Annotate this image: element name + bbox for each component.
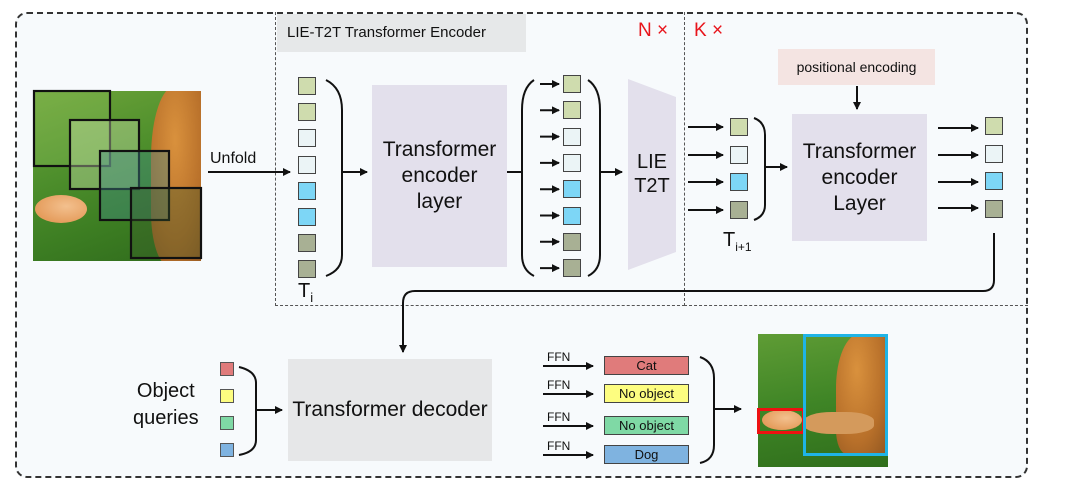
token-in-5 xyxy=(298,181,316,200)
k-bracket xyxy=(753,117,766,221)
out-bracket-left xyxy=(521,79,535,277)
k-layer-line-1: Transformer xyxy=(802,139,917,163)
token-out-7 xyxy=(563,232,581,251)
token-out-4 xyxy=(563,153,581,172)
result-dog-paw xyxy=(804,412,874,434)
patch-4 xyxy=(129,186,203,260)
enc-layer-line-2: encoder xyxy=(401,164,478,187)
ti1-sub: i+1 xyxy=(735,240,752,254)
patch-1 xyxy=(32,89,112,168)
k-token-in-2 xyxy=(730,145,748,164)
prediction-dog: Dog xyxy=(604,445,689,464)
ffn-label-2: FFN xyxy=(547,378,571,392)
query-token-4 xyxy=(220,443,234,457)
token-out-8 xyxy=(563,259,581,278)
transformer-decoder: Transformer decoder xyxy=(288,359,492,461)
encoder-output-arrows xyxy=(540,80,560,273)
prediction-no-object: No object xyxy=(604,384,689,403)
query-token-1 xyxy=(220,362,234,376)
object-queries-label: Object queries xyxy=(133,378,199,432)
k-layer-line-2: encoder xyxy=(821,165,898,189)
token-out-1 xyxy=(563,75,581,93)
k-repeat-region xyxy=(684,12,1028,306)
token-in-6 xyxy=(298,208,316,226)
k-layer-line-3: Layer xyxy=(833,191,886,215)
prediction-cat: Cat xyxy=(604,356,689,375)
ti1-label: Ti+1 xyxy=(723,229,752,254)
patch-3 xyxy=(98,149,171,222)
ffn-label-1: FFN xyxy=(547,350,571,364)
query-token-2 xyxy=(220,389,234,403)
transformer-encoder-layer: Transformer encoder layer xyxy=(372,85,507,267)
enc-layer-line-3: layer xyxy=(416,190,463,213)
k-token-out-1 xyxy=(985,117,1003,135)
object-queries-line-1: Object xyxy=(136,380,195,402)
lie-t2t-trapezoid xyxy=(628,79,676,270)
cat-shape xyxy=(35,195,87,223)
ti-sub: i xyxy=(310,290,314,305)
ti1-main: T xyxy=(723,229,736,251)
result-image xyxy=(758,334,888,467)
encoder-to-decoder-path xyxy=(399,233,995,353)
k-token-out-3 xyxy=(985,172,1003,190)
out-bracket-right xyxy=(587,79,601,277)
token-in-1 xyxy=(298,77,316,95)
ffn-label-4: FFN xyxy=(547,439,571,453)
transformer-encoder-layer-k: Transformer encoder Layer xyxy=(792,114,927,241)
lie-t2t-line-2: T2T xyxy=(634,175,670,197)
k-repeat-label: K × xyxy=(694,20,724,41)
token-out-2 xyxy=(563,101,581,120)
dog-bounding-box xyxy=(803,334,888,456)
encoder-title: LIE-T2T Transformer Encoder xyxy=(277,14,526,52)
k-token-out-2 xyxy=(985,144,1003,163)
token-in-3 xyxy=(298,129,316,148)
enc-layer-line-1: Transformer xyxy=(382,138,497,161)
ffn-label-3: FFN xyxy=(547,410,571,424)
prediction-no-object: No object xyxy=(604,416,689,435)
token-in-4 xyxy=(298,155,316,174)
ti-label: Ti xyxy=(298,280,313,305)
k-token-in-3 xyxy=(730,173,748,191)
patch-2 xyxy=(68,118,141,191)
n-repeat-label: N × xyxy=(638,20,669,41)
ti-main: T xyxy=(298,280,311,302)
lie-t2t-line-1: LIE xyxy=(636,151,668,173)
query-token-3 xyxy=(220,416,234,430)
k-token-out-4 xyxy=(985,199,1003,218)
result-dog-shape xyxy=(836,334,888,454)
k-token-in-4 xyxy=(730,200,748,219)
ti-bracket xyxy=(325,79,343,277)
token-out-3 xyxy=(563,127,581,146)
positional-encoding-box: positional encoding xyxy=(778,49,935,85)
result-cat-shape xyxy=(762,410,802,430)
outputs-bracket xyxy=(699,356,715,464)
token-in-8 xyxy=(298,260,316,279)
unfold-label: Unfold xyxy=(210,150,257,167)
k-token-in-1 xyxy=(730,118,748,136)
token-in-7 xyxy=(298,234,316,253)
object-queries-line-2: queries xyxy=(133,407,199,429)
token-out-6 xyxy=(563,206,581,225)
queries-bracket xyxy=(238,366,257,456)
lie-t2t-label: LIE T2T xyxy=(628,150,676,198)
dog-shape xyxy=(151,91,201,261)
encoder-region xyxy=(275,12,685,306)
token-in-2 xyxy=(298,103,316,122)
token-out-5 xyxy=(563,180,581,199)
